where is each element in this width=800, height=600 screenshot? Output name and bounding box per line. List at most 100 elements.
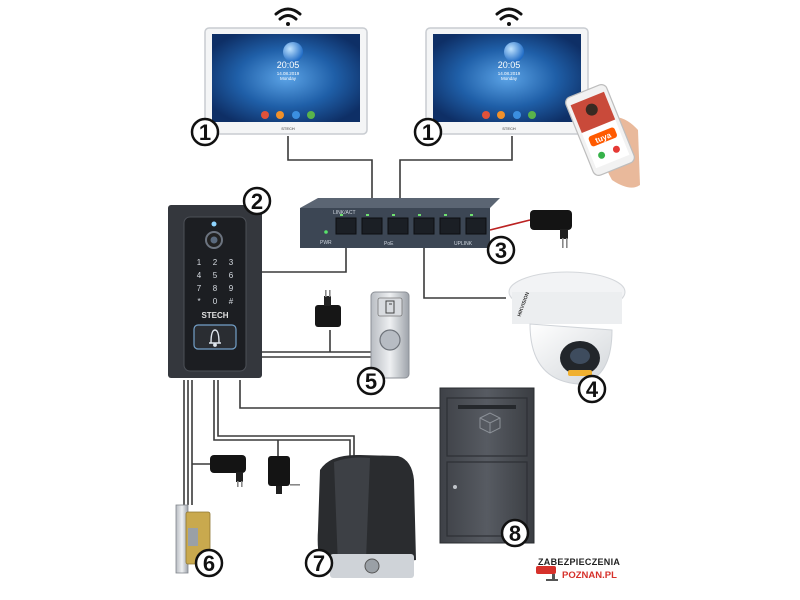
strike-keeper: [188, 528, 198, 546]
app-icon-b[interactable]: [276, 111, 284, 119]
monitor-app-icons: [261, 111, 315, 119]
wire-switch-camera: [423, 232, 506, 299]
wire-station-gate-2: [217, 380, 355, 458]
phone-answer-icon[interactable]: [597, 151, 606, 160]
port-led: [444, 214, 447, 216]
badge-number: 1: [199, 120, 211, 145]
ethernet-port[interactable]: [465, 217, 487, 235]
number-badge-3: 3: [486, 235, 516, 265]
keypad-key[interactable]: 6: [229, 271, 234, 280]
keypad-key[interactable]: 2: [213, 258, 218, 267]
exit-push-button[interactable]: [379, 329, 401, 351]
port-led: [340, 214, 343, 216]
app-icon-d[interactable]: [528, 111, 536, 119]
power-led: [324, 230, 328, 234]
monitor-app-icons: [482, 111, 536, 119]
number-badge-8: 8: [500, 518, 530, 548]
monitor-day: Monday: [501, 76, 518, 81]
mailbox-body: [439, 387, 535, 544]
badge-number: 2: [251, 189, 263, 214]
camera-lens-inner: [210, 236, 218, 244]
gate-motor: 7: [304, 454, 416, 578]
keypad-key[interactable]: 9: [229, 284, 234, 293]
port-led: [392, 214, 395, 216]
badge-number: 6: [203, 551, 215, 576]
keypad-key[interactable]: 3: [229, 258, 234, 267]
ethernet-port[interactable]: [361, 217, 383, 235]
wifi-icon: [495, 7, 523, 26]
keypad-key[interactable]: 0: [213, 297, 218, 306]
number-badge-5: 5: [356, 366, 386, 396]
keypad-key[interactable]: 7: [197, 284, 202, 293]
ethernet-port[interactable]: [387, 217, 409, 235]
badge-number: 4: [586, 377, 599, 402]
number-badge-6: 6: [194, 548, 224, 578]
strike-power-adapter: [210, 455, 246, 487]
package-icon: [479, 412, 501, 434]
monitor-1: 20:05 14.08.2019 Monday STECH 1: [190, 7, 368, 147]
call-button[interactable]: [193, 324, 237, 350]
mailbox-slot: [458, 405, 516, 409]
app-icon-a[interactable]: [482, 111, 490, 119]
motor-cover-highlight: [334, 457, 370, 566]
number-badge-1b: 1: [413, 117, 443, 147]
logo-line2: POZNAN.PL: [562, 570, 617, 581]
keypad-key[interactable]: 4: [197, 271, 202, 280]
wire-monitor1-switch: [287, 136, 373, 224]
ethernet-port[interactable]: [439, 217, 461, 235]
monitor-date: 14.08.2019: [498, 71, 521, 76]
badge-number: 7: [313, 551, 325, 576]
exit-door-icon: [385, 300, 395, 314]
keypad-key[interactable]: 8: [213, 284, 218, 293]
keypad-key[interactable]: *: [197, 297, 200, 306]
planet-graphic: [283, 42, 303, 62]
mailbox-lock-icon[interactable]: [453, 485, 457, 489]
phone-hangup-icon[interactable]: [612, 145, 621, 154]
camera-ir-led: [568, 370, 592, 376]
station-led: [211, 221, 217, 227]
exit-button-psu: [315, 290, 341, 327]
app-icon-b[interactable]: [497, 111, 505, 119]
switch-ports: [335, 214, 487, 235]
app-icon-a[interactable]: [261, 111, 269, 119]
app-icon-c[interactable]: [292, 111, 300, 119]
station-brand: STECH: [201, 311, 228, 320]
badge-number: 8: [509, 521, 521, 546]
keypad-key[interactable]: 5: [213, 271, 218, 280]
smartphone-with-hand: tuya: [565, 84, 640, 188]
monitor-day: Monday: [280, 76, 297, 81]
switch-power-adapter: [530, 210, 572, 248]
ethernet-port[interactable]: [413, 217, 435, 235]
switch-label-uplink: UPLINK: [454, 241, 473, 247]
keypad-key[interactable]: 1: [197, 258, 202, 267]
motor-gear: [364, 558, 380, 574]
switch-label-top: LINK/ACT: [333, 210, 356, 216]
mailbox-top-door: [446, 397, 528, 457]
planet-graphic: [504, 42, 524, 62]
parcel-mailbox: 8: [439, 387, 535, 548]
badge-number: 1: [422, 120, 434, 145]
number-badge-2: 2: [242, 186, 272, 216]
mailbox-bottom-door: [446, 461, 528, 537]
monitor-time: 20:05: [277, 60, 300, 70]
wire-station-gate-1: [213, 380, 351, 458]
monitor-date: 14.08.2019: [277, 71, 300, 76]
ethernet-port[interactable]: [335, 217, 357, 235]
camera-housing: [512, 292, 622, 324]
app-icon-c[interactable]: [513, 111, 521, 119]
keypad-key[interactable]: #: [229, 297, 234, 306]
app-icon-d[interactable]: [307, 111, 315, 119]
number-badge-1a: 1: [190, 117, 220, 147]
poe-switch: LINK/ACT PWR PoE UPLINK 3: [300, 198, 516, 265]
port-led: [366, 214, 369, 216]
number-badge-4: 4: [577, 374, 607, 404]
dome-camera: HIKVISION 4: [508, 271, 626, 404]
keypad: 1 2 3 4 5 6 7 8 9 * 0 #: [197, 258, 234, 306]
switch-label-pwr: PWR: [320, 240, 332, 246]
logo-line1: ZABEZPIECZENIA: [538, 557, 620, 567]
monitor-brand: STECH: [281, 126, 295, 131]
phone-person-graphic: [585, 103, 598, 116]
port-led: [470, 214, 473, 216]
company-logo: ZABEZPIECZENIA POZNAN.PL: [536, 557, 620, 581]
